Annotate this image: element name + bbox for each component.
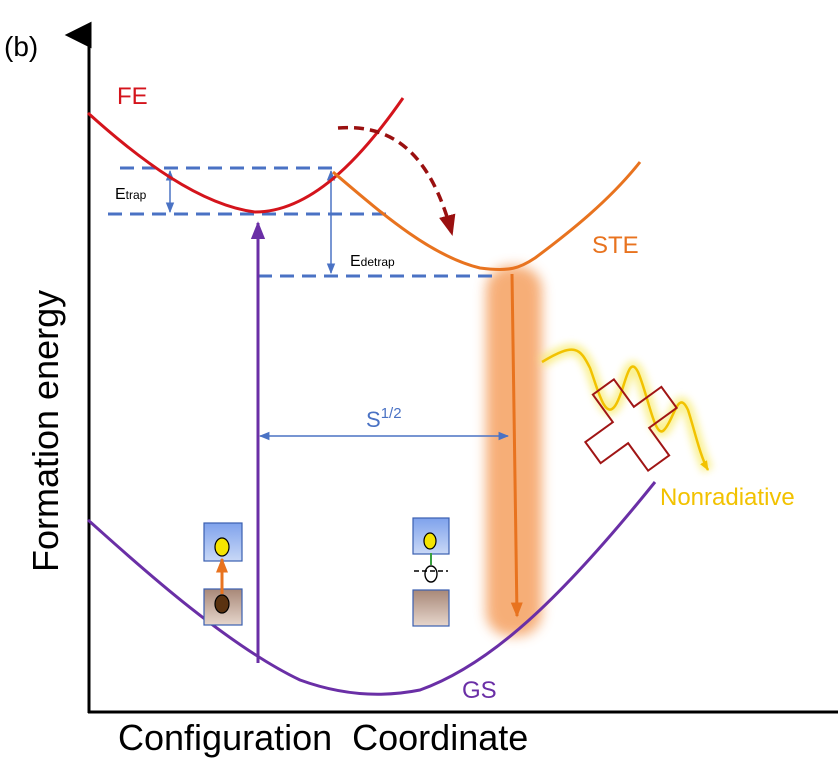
electron-icon bbox=[214, 537, 230, 557]
forbidden-cross-icon bbox=[583, 377, 679, 473]
x-axis-label: Configuration Coordinate bbox=[118, 717, 528, 758]
fe-label: FE bbox=[117, 83, 148, 110]
nonradiative-wave bbox=[541, 348, 710, 471]
hole-icon bbox=[214, 594, 230, 614]
trapped-hole-icon bbox=[424, 565, 438, 583]
valence-band-box bbox=[412, 589, 450, 627]
ste-curve bbox=[332, 161, 642, 272]
fe-curve bbox=[86, 97, 405, 214]
etrap-label: Etrap bbox=[115, 186, 147, 203]
ste-band-diagram bbox=[412, 517, 450, 627]
edetrap-label: Edetrap bbox=[350, 253, 395, 270]
self-trapping-arrow bbox=[337, 125, 456, 237]
fe-band-diagram bbox=[203, 522, 243, 626]
stokes-shift-label: S1/2 bbox=[366, 405, 402, 432]
gs-curve bbox=[87, 481, 657, 696]
nonradiative-glow bbox=[539, 344, 713, 473]
y-axis-label: Formation energy bbox=[25, 290, 66, 572]
nonradiative-label: Nonradiative bbox=[660, 484, 795, 511]
gs-label: GS bbox=[462, 677, 497, 704]
emission-arrow bbox=[510, 273, 523, 618]
electron-icon bbox=[423, 532, 437, 550]
nonradiative-decay bbox=[539, 344, 713, 473]
ste-label: STE bbox=[592, 232, 639, 259]
panel-label: (b) bbox=[4, 31, 38, 62]
